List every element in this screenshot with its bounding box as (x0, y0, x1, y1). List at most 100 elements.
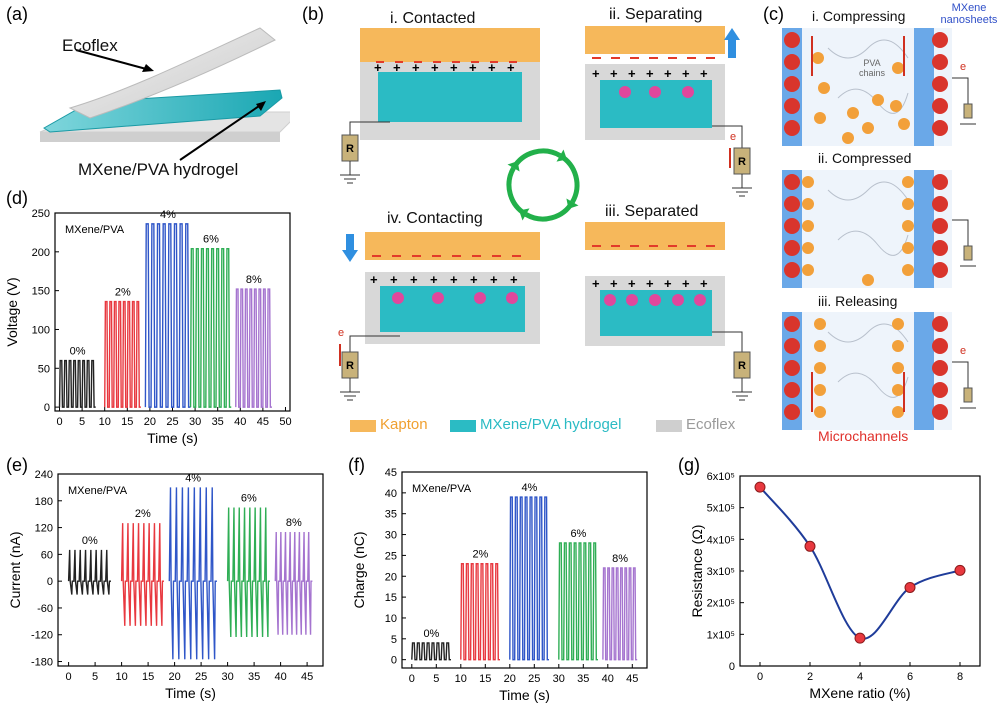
stage-compressing-label: i. Compressing (812, 8, 906, 24)
series-label: 4% (160, 209, 176, 221)
down-arrow (342, 234, 358, 262)
x-tick-label: 10 (99, 416, 111, 428)
red-charge (932, 360, 948, 376)
x-tick-label: 40 (602, 673, 614, 685)
orange-charge (892, 362, 904, 374)
red-charge (784, 404, 800, 420)
positive-charge: + (370, 272, 378, 287)
x-tick-label: 35 (248, 671, 260, 683)
orange-charge (892, 318, 904, 330)
x-tick-label: 35 (577, 673, 589, 685)
x-tick-label: 25 (528, 673, 540, 685)
red-charge (932, 120, 948, 136)
positive-charge: + (646, 66, 654, 81)
x-tick-label: 45 (301, 671, 313, 683)
red-charge (784, 360, 800, 376)
y-axis-label: Voltage (V) (4, 277, 20, 346)
positive-charge: + (610, 276, 618, 291)
y-tick-label: 10 (385, 613, 397, 625)
y-tick-label: 6x10⁵ (707, 471, 735, 483)
red-charge (784, 196, 800, 212)
x-tick-label: 30 (553, 673, 565, 685)
resistor-label: R (738, 360, 746, 372)
red-charge (784, 120, 800, 136)
x-axis-label: MXene ratio (%) (809, 685, 910, 701)
y-tick-label: -60 (37, 603, 53, 615)
series-line (460, 563, 500, 661)
red-charge (784, 76, 800, 92)
x-axis-label: Time (s) (147, 430, 198, 446)
resistance-point (854, 632, 866, 644)
ecoflex-label: Ecoflex (62, 36, 118, 55)
series-label: 6% (570, 528, 586, 540)
resistance-point (754, 481, 766, 493)
positive-charge: + (410, 272, 418, 287)
x-tick-label: 45 (626, 673, 638, 685)
positive-charge: + (664, 276, 672, 291)
orange-charge (814, 318, 826, 330)
red-charge (932, 382, 948, 398)
positive-charge: + (700, 276, 708, 291)
panel-label-b: (b) (302, 4, 324, 24)
x-tick-label: 10 (115, 671, 127, 683)
positive-charge: + (507, 60, 515, 75)
panel-label-c: (c) (763, 4, 784, 24)
series-line (189, 248, 232, 408)
y-tick-label: 200 (32, 247, 50, 259)
positive-charge: + (664, 66, 672, 81)
series-label: 0% (82, 535, 98, 547)
orange-charge (802, 264, 814, 276)
ion-charge (682, 86, 694, 98)
red-charge (784, 240, 800, 256)
series-line (120, 523, 164, 626)
series-line (558, 542, 598, 661)
positive-charge: + (682, 276, 690, 291)
resistor (963, 103, 973, 119)
series-line (168, 487, 217, 660)
ion-charge (506, 292, 518, 304)
ion-charge (649, 294, 661, 306)
cycle-arrow (506, 166, 528, 217)
positive-charge: + (390, 272, 398, 287)
resistance-curve (759, 486, 961, 640)
x-tick-label: 15 (121, 416, 133, 428)
y-tick-label: 2x10⁵ (707, 598, 735, 610)
panel-label-a: (a) (6, 4, 28, 24)
series-label: 2% (135, 508, 151, 520)
orange-charge (902, 264, 914, 276)
legend-text: MXene/PVA (68, 485, 128, 497)
legend-text: MXene/PVA (412, 483, 472, 495)
y-tick-label: 5 (391, 634, 397, 646)
mxene-sheet-right (914, 170, 934, 288)
red-charge (932, 174, 948, 190)
positive-charge: + (610, 66, 618, 81)
panel-label-g: (g) (678, 455, 700, 475)
x-tick-label: 0 (66, 671, 72, 683)
red-charge (784, 32, 800, 48)
orange-charge (802, 198, 814, 210)
orange-charge (902, 220, 914, 232)
y-tick-label: 30 (385, 530, 397, 542)
red-charge (784, 262, 800, 278)
legend-hydrogel-swatch (450, 420, 476, 432)
red-charge (932, 240, 948, 256)
y-tick-label: 180 (35, 496, 53, 508)
y-tick-label: 5x10⁵ (707, 503, 735, 515)
wire (952, 219, 969, 246)
y-tick-label: 1x10⁵ (707, 629, 735, 641)
ion-charge (432, 292, 444, 304)
x-tick-label: 5 (79, 416, 85, 428)
series-line (274, 532, 313, 635)
red-charge (932, 404, 948, 420)
red-charge (784, 98, 800, 114)
red-charge (784, 218, 800, 234)
series-label: 0% (423, 628, 439, 640)
ecoflex-peel (68, 27, 276, 119)
wire (712, 331, 743, 352)
hydrogel-block (380, 286, 525, 332)
red-charge (932, 76, 948, 92)
red-charge (784, 382, 800, 398)
red-charge (784, 174, 800, 190)
